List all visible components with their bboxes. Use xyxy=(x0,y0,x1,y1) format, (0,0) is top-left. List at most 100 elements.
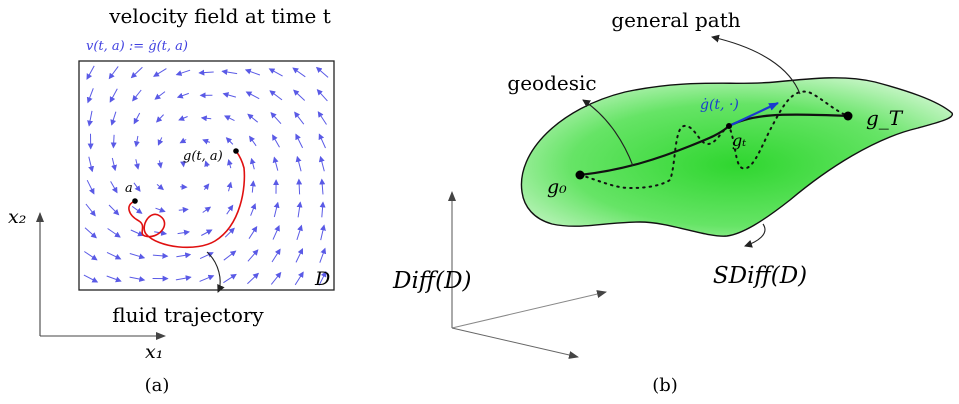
velocity-arrow xyxy=(273,201,280,218)
velocity-arrow xyxy=(222,92,237,98)
velocity-arrow xyxy=(130,229,145,237)
velocity-arrow xyxy=(317,111,327,125)
velocity-arrow xyxy=(106,275,122,283)
velocity-arrow xyxy=(130,66,143,79)
velocity-arrow xyxy=(84,227,97,239)
fluid-trajectory-label: fluid trajectory xyxy=(112,303,264,327)
velocity-arrow xyxy=(294,111,305,125)
velocity-arrow xyxy=(249,135,257,147)
velocity-arrow xyxy=(111,157,117,172)
velocity-arrow xyxy=(316,89,328,102)
velocity-arrow xyxy=(86,179,95,195)
velocity-arrow xyxy=(179,137,187,144)
velocity-arrow xyxy=(318,270,327,286)
velocity-arrow xyxy=(199,274,215,282)
tangent-velocity-arrow xyxy=(728,102,779,127)
panel-a: velocity field at time t v(t, a) := ġ(t,… xyxy=(8,4,335,396)
velocity-arrow xyxy=(156,184,164,191)
manifold-label-SDiff: SDiff(D) xyxy=(713,263,807,289)
general-path-curve xyxy=(579,90,849,190)
label-g-t-a: g(t, a) xyxy=(183,149,223,164)
velocity-arrow xyxy=(154,91,166,100)
velocity-arrow xyxy=(270,271,282,285)
caption-b: (b) xyxy=(652,375,678,396)
velocity-arrow xyxy=(226,181,233,192)
manifold-pointer-arrow xyxy=(744,223,766,248)
velocity-arrow xyxy=(175,69,191,76)
velocity-arrow xyxy=(272,134,280,148)
velocity-arrow xyxy=(86,88,94,104)
velocity-arrow xyxy=(107,228,121,238)
velocity-arrow xyxy=(294,271,304,286)
point-g0 xyxy=(575,170,585,180)
velocity-arrow xyxy=(270,112,282,125)
velocity-arrow xyxy=(268,68,283,77)
trajectory-pointer-arrow xyxy=(206,251,225,293)
velocity-arrow xyxy=(86,65,95,80)
velocity-arrow xyxy=(133,112,141,125)
velocity-arrow xyxy=(177,229,190,236)
velocity-arrow xyxy=(247,113,259,123)
axis-x1-label: x₁ xyxy=(145,341,163,363)
velocity-arrow xyxy=(106,251,122,260)
velocity-arrow xyxy=(296,178,303,195)
velocity-arrow xyxy=(198,69,214,76)
velocity-arrow xyxy=(85,203,96,217)
label-velocity-g-t-dot: ġ(t, ·) xyxy=(700,97,739,113)
velocity-arrow xyxy=(272,224,280,240)
domain-box xyxy=(78,60,335,291)
velocity-arrow xyxy=(269,90,283,101)
geodesic-label: geodesic xyxy=(507,71,596,95)
velocity-arrow xyxy=(129,276,146,282)
velocity-arrow xyxy=(296,201,303,218)
velocity-arrow xyxy=(223,250,237,261)
velocity-arrow xyxy=(315,66,329,78)
velocity-arrow xyxy=(202,206,212,213)
general-path-label: general path xyxy=(611,8,740,32)
velocity-arrow xyxy=(293,89,306,101)
velocity-arrow xyxy=(248,225,258,239)
velocity-arrow xyxy=(249,180,256,193)
velocity-arrow xyxy=(201,229,213,236)
velocity-arrow xyxy=(271,248,281,263)
velocity-arrow xyxy=(318,155,325,172)
velocity-arrow xyxy=(223,273,237,284)
velocity-arrow xyxy=(157,137,164,146)
geodesic-curve xyxy=(579,113,849,177)
velocity-arrow xyxy=(152,252,169,259)
velocity-field-arrows xyxy=(83,65,329,286)
axis-x2-label: x₂ xyxy=(8,206,26,228)
velocity-arrow xyxy=(226,204,234,215)
axis-depth-arrow xyxy=(451,290,607,329)
velocity-arrow xyxy=(227,159,233,169)
velocity-arrow xyxy=(131,205,143,214)
velocity-arrow xyxy=(224,227,235,238)
velocity-arrow xyxy=(84,251,98,261)
velocity-arrow xyxy=(320,224,326,241)
velocity-arrow xyxy=(272,156,279,171)
velocity-arrow xyxy=(134,159,140,170)
geodesic-pointer-arrow xyxy=(582,99,634,167)
label-g0: g₀ xyxy=(547,176,567,198)
velocity-arrow xyxy=(247,272,260,285)
velocity-arrow xyxy=(225,137,234,145)
velocity-arrow xyxy=(129,253,146,260)
velocity-arrow xyxy=(108,66,119,80)
velocity-arrow xyxy=(292,67,306,78)
velocity-arrow xyxy=(178,115,188,121)
point-a xyxy=(132,198,138,204)
velocity-arrow xyxy=(110,111,117,126)
velocity-arrow xyxy=(176,252,192,259)
velocity-arrow xyxy=(221,69,238,76)
velocity-arrow xyxy=(295,155,302,172)
velocity-arrow xyxy=(250,203,257,216)
velocity-arrow xyxy=(178,206,189,213)
caption-a: (a) xyxy=(145,375,170,396)
velocity-arrow xyxy=(247,249,259,262)
velocity-arrow xyxy=(200,115,212,122)
axis-horizontal-arrow xyxy=(451,327,579,359)
velocity-arrow xyxy=(175,275,192,282)
velocity-arrow xyxy=(180,161,187,168)
